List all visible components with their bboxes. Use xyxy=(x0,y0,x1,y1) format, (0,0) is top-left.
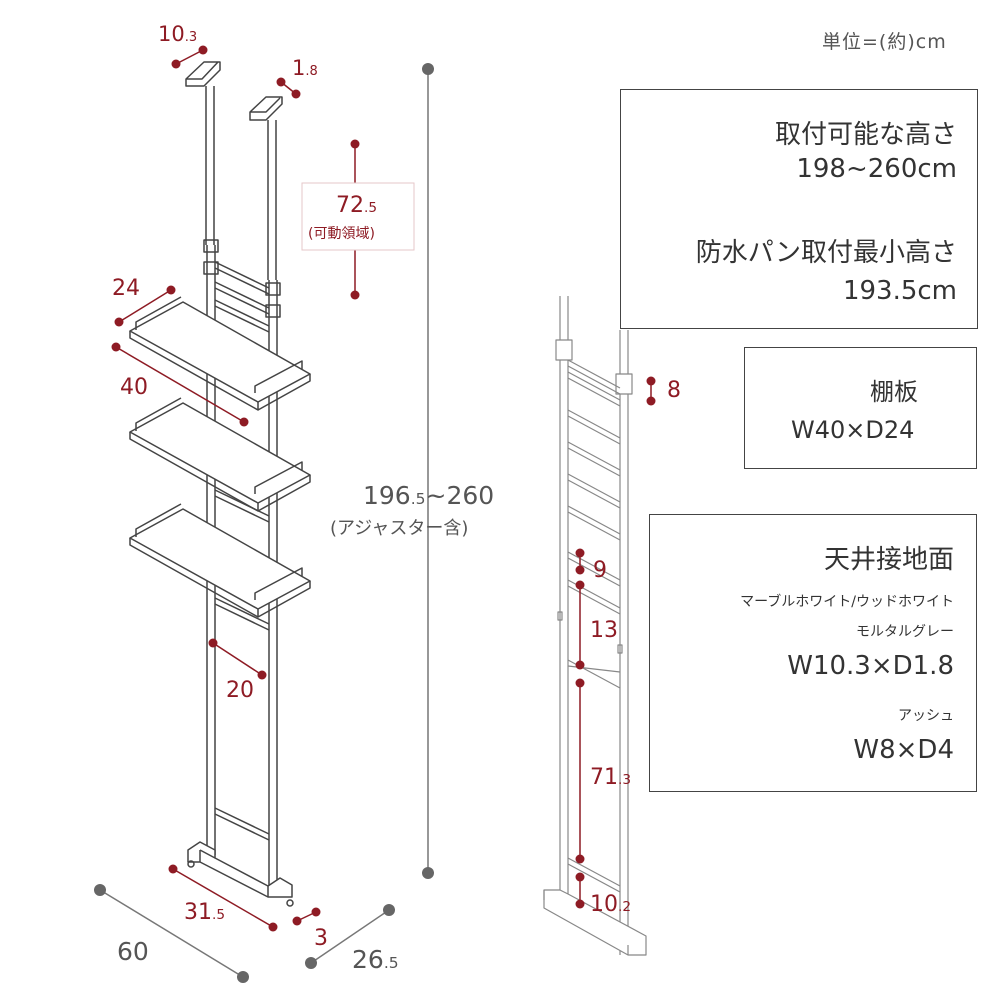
top-depth-dec: .8 xyxy=(305,64,318,79)
top-pad-right xyxy=(249,96,283,121)
upper-pole-right xyxy=(267,120,277,280)
bottom-main: 10 xyxy=(590,892,618,917)
footprint-depth-label: 26.5 xyxy=(352,945,399,974)
side-rung xyxy=(567,359,621,395)
height-c: ~260 xyxy=(425,481,495,510)
adjuster-right-b xyxy=(265,304,281,318)
foot xyxy=(187,860,195,868)
ceiling-size-2: W8×D4 xyxy=(853,735,954,765)
shelf-width-label: 40 xyxy=(120,375,148,400)
shelf-1 xyxy=(129,296,311,411)
base-width-dec: .5 xyxy=(212,907,225,923)
rung-pitch-label: 13 xyxy=(590,618,618,643)
side-joint xyxy=(617,644,623,654)
side-rung xyxy=(567,473,621,509)
adjuster-left-b xyxy=(203,261,219,275)
top-width-main: 10 xyxy=(158,22,185,46)
adjust-range-main: 72 xyxy=(336,193,364,218)
footprint-depth-dec: .5 xyxy=(383,954,399,972)
adjuster-left-a xyxy=(203,239,219,253)
side-pole-front xyxy=(619,330,629,955)
rung xyxy=(214,261,270,295)
side-joint xyxy=(557,611,563,621)
ceiling-colors-3: アッシュ xyxy=(898,708,954,724)
shelf-size: W40×D24 xyxy=(791,416,915,444)
side-bracket xyxy=(615,373,633,395)
ceiling-size-1: W10.3×D1.8 xyxy=(787,651,954,681)
base-width-main: 31 xyxy=(184,900,212,925)
side-rung xyxy=(567,409,621,445)
footprint-depth-line xyxy=(310,909,390,964)
height-a: 196 xyxy=(363,481,411,510)
mount-height-title: 取付可能な高さ xyxy=(774,120,957,150)
adjust-label-box xyxy=(301,182,415,251)
side-rung xyxy=(567,371,621,407)
shelf-depth-label: 24 xyxy=(112,276,140,301)
rung xyxy=(214,299,270,333)
footprint-depth-main: 26 xyxy=(352,945,384,974)
mount-height-value: 198~260cm xyxy=(796,154,957,184)
adjust-range-label: 72.5 xyxy=(336,193,377,218)
adjust-range-dec: .5 xyxy=(364,200,377,216)
bar-span-dim xyxy=(212,642,263,676)
height-info-box: 取付可能な高さ 198~260cm 防水パン取付最小高さ 193.5cm xyxy=(620,89,978,329)
height-label: 196.5~260 xyxy=(363,481,494,510)
bottom-dec: .2 xyxy=(618,899,631,915)
shelf-title: 棚板 xyxy=(870,378,918,406)
rung xyxy=(214,281,270,315)
side-rung xyxy=(567,441,621,477)
base-width-label: 31.5 xyxy=(184,900,225,925)
top-width-dim xyxy=(175,49,204,65)
height-note: (アジャスター含) xyxy=(330,518,469,539)
span-main: 71 xyxy=(590,765,618,790)
footprint-width-line xyxy=(99,889,244,978)
pan-height-value: 193.5cm xyxy=(842,276,957,306)
rung xyxy=(214,489,270,523)
shelf-2 xyxy=(129,397,311,512)
bar-span-label: 20 xyxy=(226,678,254,703)
base-depth-label: 3 xyxy=(314,926,328,951)
rung-gap-label: 9 xyxy=(593,558,607,583)
top-width-label: 10.3 xyxy=(158,22,197,46)
adjust-range-note: (可動領域) xyxy=(308,226,375,242)
unit-label: 単位=(約)cm xyxy=(822,31,947,53)
span-dec: .3 xyxy=(618,772,631,788)
shelf-depth-dim xyxy=(118,289,172,323)
shelf-width-dim xyxy=(115,346,245,423)
ceiling-title: 天井接地面 xyxy=(823,545,954,575)
side-rung xyxy=(567,857,621,893)
side-bracket xyxy=(555,339,573,361)
adjuster-right-a xyxy=(265,282,281,296)
height-b: .5 xyxy=(410,490,426,508)
base-frame xyxy=(187,841,293,898)
foot xyxy=(286,899,294,907)
rung xyxy=(214,597,270,631)
pan-height-title: 防水パン取付最小高さ xyxy=(695,238,957,268)
top-pad-left xyxy=(185,61,221,87)
side-rung xyxy=(567,505,621,541)
span-label: 71.3 xyxy=(590,765,631,790)
rung xyxy=(214,807,270,841)
ceiling-colors-2: モルタルグレー xyxy=(856,624,954,640)
shelf-3 xyxy=(129,503,311,618)
upper-pole-left xyxy=(205,86,215,245)
ceiling-colors-1: マーブルホワイト/ウッドホワイト xyxy=(740,594,954,610)
bracket-height-label: 8 xyxy=(667,378,681,403)
side-pole-back xyxy=(559,296,569,900)
base-width-dim xyxy=(172,868,274,928)
top-depth-main: 1 xyxy=(292,56,306,80)
shelf-info-box: 棚板 W40×D24 xyxy=(744,347,977,469)
top-width-dec: .3 xyxy=(184,30,198,45)
side-rung xyxy=(567,551,621,587)
bottom-label: 10.2 xyxy=(590,892,631,917)
footprint-width-label: 60 xyxy=(117,937,149,966)
top-depth-label: 1.8 xyxy=(292,56,318,80)
side-base xyxy=(543,889,647,956)
ceiling-info-box: 天井接地面 マーブルホワイト/ウッドホワイト モルタルグレー W10.3×D1.… xyxy=(649,514,977,792)
